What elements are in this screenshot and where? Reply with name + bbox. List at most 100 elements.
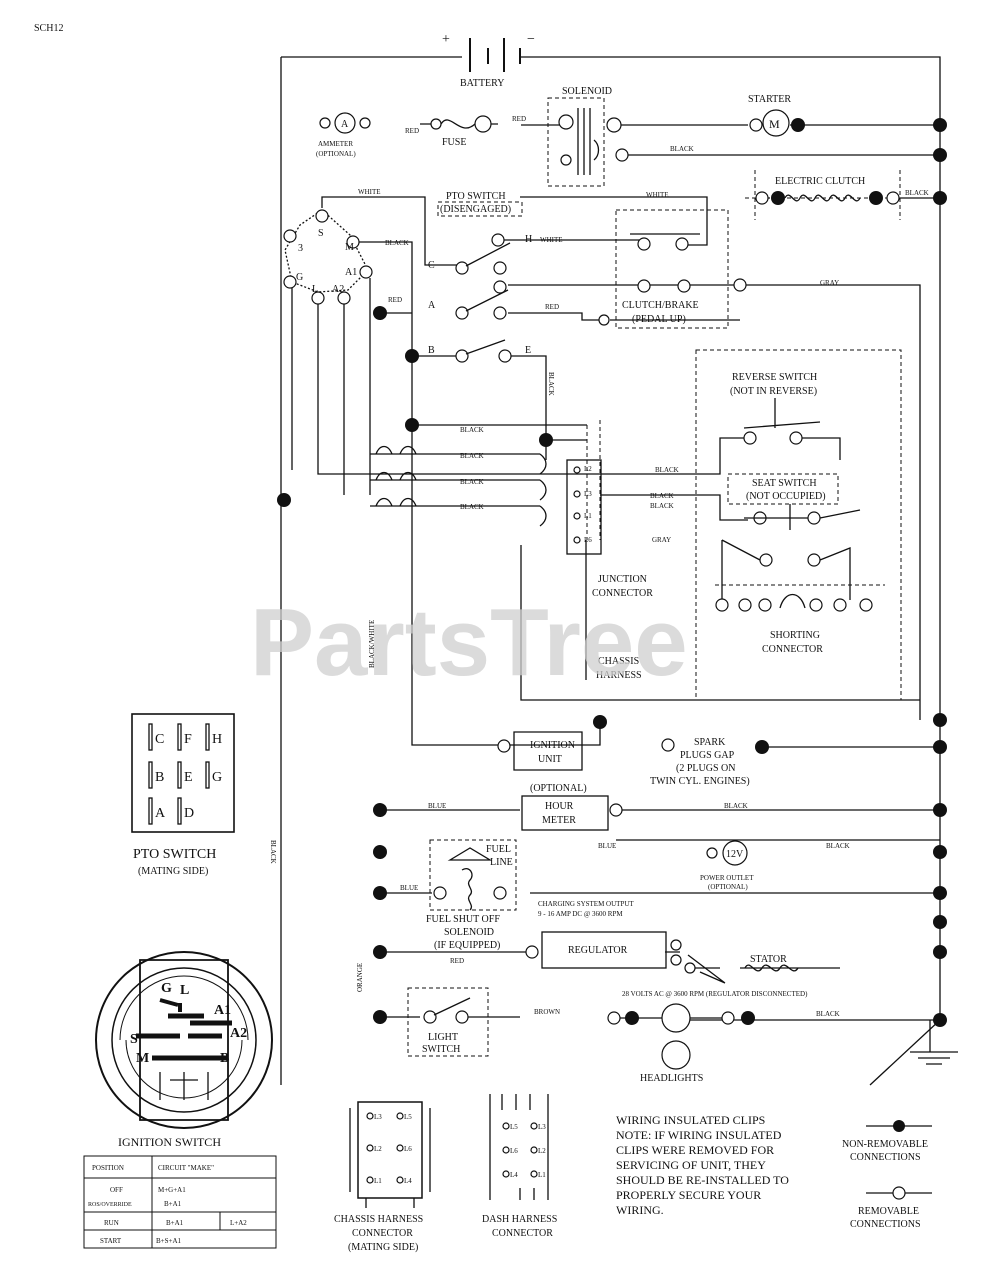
pto-h: H	[525, 234, 532, 245]
wire-black-left: BLACK	[269, 840, 277, 864]
dash-pin-4: L2	[538, 1147, 546, 1155]
spark-label-2: PLUGS GAP	[680, 750, 735, 761]
light-switch-label-1: LIGHT	[428, 1032, 458, 1043]
legend-nonremovable-1: NON-REMOVABLE	[842, 1139, 928, 1150]
wire-black-jc-2: BLACK	[650, 492, 674, 500]
power-outlet-voltage: 12V	[726, 849, 744, 860]
ign-table-r3c3: L+A2	[230, 1219, 247, 1227]
spark-label-1: SPARK	[694, 737, 726, 748]
spark-plug-icon	[661, 738, 675, 752]
legend-removable-1: REMOVABLE	[858, 1206, 919, 1217]
wire-black-4: BLACK	[460, 503, 484, 511]
power-outlet-label-2: (OPTIONAL)	[708, 883, 748, 891]
wire-black-vertical: BLACK	[547, 372, 555, 396]
dash-pin-1: L5	[510, 1123, 518, 1131]
dash-pin-3: L6	[510, 1147, 518, 1155]
wire-blue-hm: BLUE	[428, 802, 446, 810]
hour-meter-icon	[521, 795, 623, 831]
ign-a2: A2	[332, 284, 344, 295]
note-line-1: WIRING INSULATED CLIPS	[616, 1113, 765, 1127]
chassis-harness-label-1: CHASSIS	[598, 656, 639, 667]
pto-pin-e: E	[184, 770, 193, 785]
pto-pin-g: G	[212, 770, 222, 785]
ign-table-r3c2: B+A1	[166, 1219, 184, 1227]
ch-pin-6: L4	[404, 1177, 412, 1185]
wire-brown: BROWN	[534, 1008, 560, 1016]
dash-conn-label-2: CONNECTOR	[492, 1228, 553, 1239]
solenoid-wire-red: RED	[512, 115, 526, 123]
ammeter-letter: A	[341, 119, 349, 130]
ignition-switch-schematic: S 3 M G A1 L A2	[283, 209, 373, 305]
ign-table-h1: POSITION	[92, 1164, 124, 1172]
wire-black-white: BLACK/WHITE	[368, 620, 376, 668]
wire-red-a: RED	[545, 303, 559, 311]
dash-pin-6: L1	[538, 1171, 546, 1179]
fuse-icon	[430, 115, 492, 133]
ignition-unit-label-1: IGNITION	[530, 740, 575, 751]
shorting-connector-icon	[715, 593, 873, 612]
pto-pin-a: A	[155, 806, 166, 821]
fuel-sol-label-2: SOLENOID	[444, 927, 494, 938]
seat-switch-contacts	[721, 504, 861, 600]
battery-minus: −	[527, 32, 535, 47]
wire-blue-2: BLUE	[598, 842, 616, 850]
ammeter-label-1: AMMETER	[318, 140, 353, 148]
note-line-4: SERVICING OF UNIT, THEY	[616, 1158, 766, 1172]
fuel-sol-label-1: FUEL SHUT OFF	[426, 914, 500, 925]
dashed-boxes	[407, 97, 902, 1057]
seat-label-1: SEAT SWITCH	[752, 478, 817, 489]
reverse-switch-contacts	[743, 398, 821, 445]
wire-red-left: RED	[388, 296, 402, 304]
wire-white-top: WHITE	[358, 188, 381, 196]
ign-face-l: L	[180, 983, 189, 998]
note-line-6: PROPERLY SECURE YOUR	[616, 1188, 761, 1202]
pto-mating-label-2: (MATING SIDE)	[138, 866, 208, 877]
chassis-harness-connector: L3 L5 L2 L6 L1 L4	[349, 1101, 431, 1208]
ch-pin-2: L5	[404, 1113, 412, 1121]
battery-label: BATTERY	[460, 78, 504, 89]
wire-crossovers	[375, 445, 547, 527]
charging-label-2: 9 - 16 AMP DC @ 3600 RPM	[538, 910, 623, 918]
reverse-label-1: REVERSE SWITCH	[732, 372, 817, 383]
pto-mating-label-1: PTO SWITCH	[133, 847, 216, 862]
solenoid-label: SOLENOID	[562, 86, 612, 97]
solenoid-icon	[558, 108, 629, 175]
wire-black-1: BLACK	[460, 426, 484, 434]
pto-switch-mating: C F H B E G A D	[131, 713, 235, 833]
power-outlet-label-1: POWER OUTLET	[700, 874, 754, 882]
regulator-icon	[525, 931, 696, 974]
clutch-brake-contacts	[598, 233, 747, 326]
wire-black-m: BLACK	[385, 239, 409, 247]
pto-pin-h: H	[212, 732, 222, 747]
chassis-harness-label-2: HARNESS	[596, 670, 642, 681]
wire-gray-top: GRAY	[820, 279, 839, 287]
note-line-2: NOTE: IF WIRING INSULATED	[616, 1128, 782, 1142]
chassis-conn-label-2: CONNECTOR	[352, 1228, 413, 1239]
jc-pin-3: L1	[584, 512, 592, 520]
ign-table-r3c1: RUN	[104, 1219, 119, 1227]
electric-clutch-label: ELECTRIC CLUTCH	[775, 176, 865, 187]
pto-pin-c: C	[155, 732, 164, 747]
ch-pin-5: L1	[374, 1177, 382, 1185]
headlights-label: HEADLIGHTS	[640, 1073, 703, 1084]
clutch-brake-label-2: (PEDAL UP)	[632, 314, 686, 325]
pto-a: A	[428, 300, 436, 311]
ign-face-a1: A1	[214, 1003, 231, 1018]
ammeter-label-2: (OPTIONAL)	[316, 150, 356, 158]
pto-switch-contacts	[455, 233, 512, 363]
stator-coil	[744, 964, 799, 972]
wire-black-hm-2: BLACK	[826, 842, 850, 850]
power-outlet-terminal-icon	[706, 847, 718, 859]
wire-black-jc-3: BLACK	[650, 502, 674, 510]
pto-label-2: (DISENGAGED)	[440, 204, 511, 215]
ign-face-a2: A2	[230, 1026, 247, 1041]
ign-3: 3	[298, 243, 303, 254]
jc-pin-4: L6	[584, 536, 592, 544]
ignition-switch-table: POSITION CIRCUIT "MAKE" OFF M+G+A1 ROS/O…	[83, 1155, 277, 1249]
ign-table-h2: CIRCUIT "MAKE"	[158, 1164, 214, 1172]
pto-c: C	[428, 260, 435, 271]
dash-pin-2: L3	[538, 1123, 546, 1131]
note-line-3: CLIPS WERE REMOVED FOR	[616, 1143, 774, 1157]
dash-pin-5: L4	[510, 1171, 518, 1179]
